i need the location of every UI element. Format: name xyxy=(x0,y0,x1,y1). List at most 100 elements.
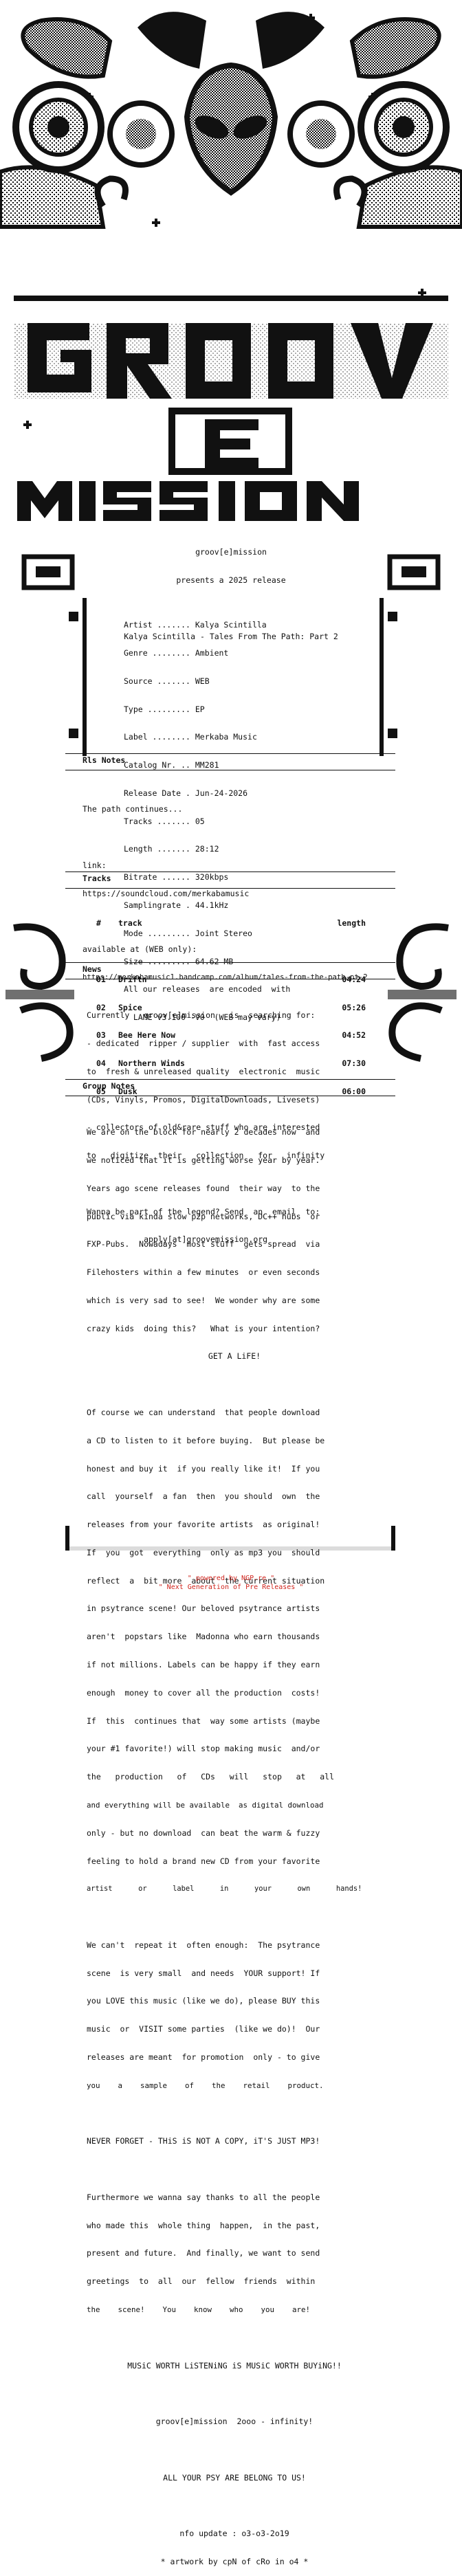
apply-email[interactable]: apply[at]groovemission.org xyxy=(144,1234,268,1245)
rls-intro: The path continues... xyxy=(82,804,183,814)
info-row: Genre ........ Ambient xyxy=(124,647,229,658)
group-notes-heading: Group Notes xyxy=(82,1081,135,1091)
since-line: groov[e]mission 2ooo - infinity! xyxy=(155,2417,314,2427)
news-line: - dedicated ripper / supplier with fast … xyxy=(87,1038,320,1048)
info-row: Type ......... EP xyxy=(124,704,205,714)
news-heading: News xyxy=(82,964,102,974)
note-line: who made this whole thing happen, in the… xyxy=(87,2220,320,2230)
rls-notes-heading: Rls Notes xyxy=(82,755,126,765)
note-line: public via kinda slow p2p networks, DC++… xyxy=(87,1211,320,1221)
note-line: crazy kids doing this? What is your inte… xyxy=(87,1323,320,1333)
note-line: which is very sad to see! We wonder why … xyxy=(87,1295,320,1305)
presents-line: presents a 2025 release xyxy=(176,575,286,585)
info-row: Bitrate ...... 320kbps xyxy=(124,872,229,882)
note-line: only - but no download can beat the warm… xyxy=(87,1828,320,1838)
left-spiral-ornament xyxy=(6,923,74,1062)
link-label: link: xyxy=(82,860,107,870)
divider xyxy=(65,1079,395,1080)
note-line: feeling to hold a brand new CD from your… xyxy=(87,1856,320,1866)
note-line: honest and buy it if you really like it!… xyxy=(87,1463,320,1474)
info-left-border xyxy=(69,598,87,756)
note-line: Furthermore we wanna say thanks to all t… xyxy=(87,2192,320,2202)
divider xyxy=(65,753,395,754)
news-line: (CDs, Vinyls, Promos, DigitalDownloads, … xyxy=(87,1094,320,1104)
note-line: music or VISIT some parties (like we do)… xyxy=(87,2024,320,2034)
groovemission-ansi-banner xyxy=(0,12,462,521)
artwork-credit: * artwork by cpN of cRo in o4 * xyxy=(160,2557,309,2567)
note-line: If you got everything only as mp3 you sh… xyxy=(87,1547,320,1557)
news-body: Currently groov[e]mission is searching f… xyxy=(87,992,324,1254)
note-line: a CD to listen to it before buying. But … xyxy=(87,1435,325,1445)
note-line: present and future. And finally, we want… xyxy=(87,2248,320,2258)
encode-note: All our releases are encoded with xyxy=(124,984,291,995)
bottom-border xyxy=(65,1526,395,1551)
note-line: reflect a bit more about the current sit… xyxy=(87,1575,325,1586)
note-line: if not millions. Labels can be happy if … xyxy=(87,1660,320,1670)
note-line: the production of CDs will stop at all xyxy=(87,1772,335,1782)
track-row: 01Driftn'04:24 xyxy=(96,974,366,984)
note-line: aren't popstars like Madonna who earn th… xyxy=(87,1632,320,1642)
news-line: to digitize their collection for infinit… xyxy=(87,1151,325,1161)
info-row: Tracks ....... 05 xyxy=(124,816,205,826)
note-line: Of course we can understand that people … xyxy=(87,1408,320,1417)
info-right-border xyxy=(380,598,397,756)
group-notes-body: We are on the block for nearly 2 decades… xyxy=(87,1109,382,2576)
info-row: Source ....... WEB xyxy=(124,676,210,686)
note-line: enough money to cover all the production… xyxy=(87,1687,320,1698)
divider xyxy=(65,871,395,872)
note-line: releases are meant for promotion only - … xyxy=(87,2052,320,2062)
next-gen-tagline: " Next Generation of Pre Releases " xyxy=(158,1584,304,1591)
slogan: MUSiC WORTH LiSTENiNG iS MUSiC WORTH BUY… xyxy=(127,2360,342,2370)
note-line: Filehosters within a few minutes or even… xyxy=(87,1267,320,1278)
left-frame-ornament xyxy=(21,554,75,590)
never-forget: NEVER FORGET - THiS iS NOT A COPY, iT'S … xyxy=(87,2136,320,2146)
powered-by-link[interactable]: " powered by NGP.re " xyxy=(187,1575,275,1582)
note-line: Years ago scene releases found their way… xyxy=(87,1183,320,1193)
note-line: the scene! You know who you are! xyxy=(87,2305,311,2314)
divider xyxy=(65,888,395,889)
news-line: Currently groov[e]mission is searching f… xyxy=(87,1010,316,1021)
release-title: Kalya Scintilla - Tales From The Path: P… xyxy=(124,631,338,641)
info-row: Artist ....... Kalya Scintilla xyxy=(124,620,267,630)
note-line: in psytrance scene! Our beloved psytranc… xyxy=(87,1603,320,1614)
note-line: we noticed that it is getting worse year… xyxy=(87,1155,320,1165)
news-line: to fresh & unreleased quality electronic… xyxy=(87,1066,320,1076)
note-line: artist or label in your own hands! xyxy=(87,1885,362,1894)
note-line: you a sample of the retail product. xyxy=(87,2080,324,2090)
note-line: If this continues that way some artists … xyxy=(87,1716,320,1726)
news-line: - collectors of old&rare stuff who are i… xyxy=(87,1122,320,1133)
all-your-psy: ALL YOUR PSY ARE BELONG TO US! xyxy=(163,2472,306,2483)
info-row: Catalog Nr. .. MM281 xyxy=(124,760,219,770)
info-row: Length ....... 28:12 xyxy=(124,844,219,854)
info-row: Release Date . Jun-24-2026 xyxy=(124,788,248,798)
nfo-update: nfo update : o3-o3-2o19 xyxy=(179,2529,289,2539)
get-a-life: GET A LiFE! xyxy=(208,1351,261,1362)
release-header: groov[e]mission presents a 2025 release … xyxy=(0,529,462,651)
soundcloud-link[interactable]: https://soundcloud.com/merkabamusic xyxy=(82,888,250,898)
info-row: Mode ......... Joint Stereo xyxy=(124,928,252,938)
divider xyxy=(65,962,395,963)
info-row: Size ......... 64.62 MB xyxy=(124,956,234,966)
news-contact: Wanna be part of the legend? Send an ema… xyxy=(87,1206,320,1217)
right-frame-ornament xyxy=(387,554,441,590)
note-line: FXP-Pubs. Nowadays most stuff gets sprea… xyxy=(87,1239,320,1250)
note-line: releases from your favorite artists as o… xyxy=(87,1520,320,1530)
note-line: your #1 favorite!) will stop making musi… xyxy=(87,1744,320,1754)
release-info: Artist ....... Kalya Scintilla Genre ...… xyxy=(124,602,290,1032)
info-row: Label ........ Merkaba Music xyxy=(124,732,257,742)
note-line: greetings to all our fellow friends with… xyxy=(87,2276,316,2287)
encode-note: LAME v3.100 -V0 (WEB may vary) xyxy=(133,1012,281,1023)
note-line: and everything will be available as digi… xyxy=(87,1800,324,1810)
tracks-heading: Tracks xyxy=(82,874,111,883)
group-name: groov[e]mission xyxy=(195,547,267,557)
avail-label: available at (WEB only): xyxy=(82,944,197,955)
info-row: Samplingrate . 44.1kHz xyxy=(124,900,229,910)
note-line: We can't repeat it often enough: The psy… xyxy=(87,1940,320,1950)
note-line: call yourself a fan then you should own … xyxy=(87,1491,320,1502)
right-spiral-ornament xyxy=(388,923,456,1062)
